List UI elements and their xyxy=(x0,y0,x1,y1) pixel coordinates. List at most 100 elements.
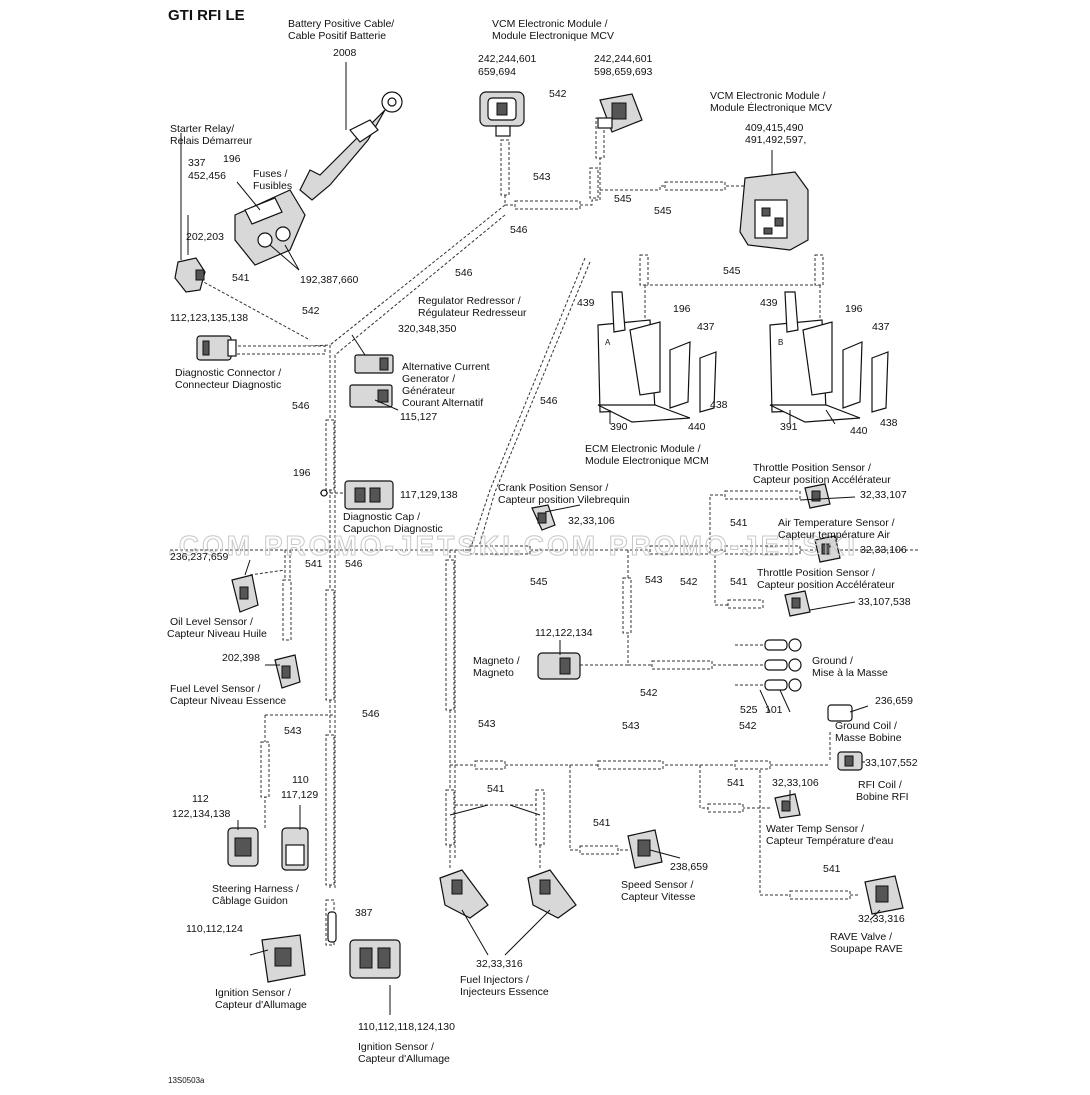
ecm-ref-440-a: 440 xyxy=(688,421,706,433)
diag-cap-label: Diagnostic Cap / xyxy=(343,511,420,523)
fuel-level-ref: 202,398 xyxy=(222,652,260,664)
ecm-ref-196-b: 196 xyxy=(845,303,863,315)
tps1-label: Throttle Position Sensor / xyxy=(753,462,871,474)
ignition-sensor-right-icon xyxy=(327,911,401,979)
ground-coil-icon xyxy=(827,704,853,722)
speed-sensor-icon xyxy=(627,829,663,869)
vcm-label-fr: Module Electronique MCV xyxy=(492,30,614,42)
air-temp-label-fr: Capteur température Air xyxy=(778,529,891,541)
tps1-ref: 32,33,107 xyxy=(860,489,907,501)
sheath-ref: 546 xyxy=(455,267,473,279)
leader-lines xyxy=(180,62,881,1015)
ignition1-label: Ignition Sensor / xyxy=(215,987,291,999)
ground-label: Ground / xyxy=(812,655,853,667)
tps2-ref: 33,107,538 xyxy=(858,596,911,608)
rave-valve-ref: 32,33,316 xyxy=(858,913,905,925)
vcm-conn-right-ref2: 598,659,693 xyxy=(594,66,653,78)
rave-valve-label: RAVE Valve / xyxy=(830,931,892,943)
sheath-ref: 541 xyxy=(823,863,841,875)
diag-connector-ref: 112,123,135,138 xyxy=(170,312,248,324)
vcm-conn-left-ref2: 659,694 xyxy=(478,66,516,78)
magneto-label-fr: Magneto xyxy=(473,667,514,679)
fuel-injector-left-icon xyxy=(439,869,489,919)
diag-connector-label: Diagnostic Connector / xyxy=(175,367,281,379)
alternator-ref2: 115,127 xyxy=(400,411,437,423)
ignition1-label-fr: Capteur d'Allumage xyxy=(215,999,307,1011)
ecm-ref-196-a: 196 xyxy=(673,303,691,315)
ecm-module-b-icon xyxy=(769,291,889,423)
magneto-label: Magneto / xyxy=(473,655,520,667)
diagnostic-cap-icon xyxy=(320,480,394,510)
magneto-connector-icon xyxy=(537,652,581,680)
ecm-module-a-icon xyxy=(597,291,717,423)
vcm2-ref1: 409,415,490 xyxy=(745,122,804,134)
vcm-connector-right-icon xyxy=(597,93,643,133)
watermark-text: .COM PROMO-JETSKI.COM PROMO-JETSKI xyxy=(168,530,858,561)
battery-cable-label: Battery Positive Cable/ xyxy=(288,18,394,30)
vcm2-ref2: 491,492,597, xyxy=(745,134,806,146)
ignition-sensor-left-icon xyxy=(261,934,306,983)
tps2-label: Throttle Position Sensor / xyxy=(757,567,875,579)
rave-valve-label-fr: Soupape RAVE xyxy=(830,943,903,955)
regulator-label-fr: Régulateur Redresseur xyxy=(418,307,527,319)
ignition2-label-fr: Capteur d'Allumage xyxy=(358,1053,450,1065)
sheath-ref: 546 xyxy=(292,400,310,412)
crank-sensor-label-fr: Capteur position Vilebrequin xyxy=(498,494,630,506)
fuel-level-sensor-icon xyxy=(274,654,301,689)
sheath-ref: 545 xyxy=(723,265,741,277)
sheath-ref-numbers: 543 542 545 545 546 546 541 542 546 545 … xyxy=(232,88,841,875)
diag-connector-label-fr: Connecteur Diagnostic xyxy=(175,379,281,391)
ecm-ref-439-b: 439 xyxy=(760,297,778,309)
sheath-ref: 546 xyxy=(540,395,558,407)
ground-terminal-icon xyxy=(764,638,802,692)
ecm-ref-438-a: 438 xyxy=(710,399,728,411)
steering-ref-110: 110 xyxy=(292,774,309,786)
sheath-ref: 545 xyxy=(614,193,632,205)
alternator-label3: Générateur xyxy=(402,385,456,397)
ecm-ref-390: 390 xyxy=(610,421,628,433)
steering-harness-connector-right-icon xyxy=(281,827,309,871)
vcm-label: VCM Electronic Module / xyxy=(492,18,608,30)
sheath-ref: 542 xyxy=(549,88,567,100)
fuel-injectors-label-fr: Injecteurs Essence xyxy=(460,986,549,998)
starter-relay-label: Starter Relay/ xyxy=(170,123,234,135)
diag-cap-label-fr: Capuchon Diagnostic xyxy=(343,523,443,535)
vcm2-label: VCM Electronic Module / xyxy=(710,90,826,102)
figure-code: 13S0503a xyxy=(168,1076,205,1085)
diag-cap-ref-196: 196 xyxy=(293,467,311,479)
sheath-ref: 543 xyxy=(284,725,302,737)
ecm-label: ECM Electronic Module / xyxy=(585,443,701,455)
speed-sensor-label: Speed Sensor / xyxy=(621,879,693,891)
sheath-ref: 541 xyxy=(730,576,748,588)
fuel-injectors-label: Fuel Injectors / xyxy=(460,974,529,986)
oil-level-sensor-icon xyxy=(231,574,259,613)
crank-sensor-label: Crank Position Sensor / xyxy=(498,482,608,494)
water-temp-ref: 32,33,106 xyxy=(772,777,819,789)
ignition2-ref-387: 387 xyxy=(355,907,373,919)
sheath-ref: 541 xyxy=(727,777,745,789)
vcm-conn-left-ref1: 242,244,601 xyxy=(478,53,537,65)
rfi-coil-label-fr: Bobine RFI xyxy=(856,791,909,803)
harness-sheaths xyxy=(232,117,851,946)
starter-relay-icon xyxy=(174,257,206,293)
ecm-ref-391: 391 xyxy=(780,421,798,433)
diag-cap-ref: 117,129,138 xyxy=(400,489,458,501)
sheath-ref: 542 xyxy=(739,720,757,732)
fuses-label: Fuses / xyxy=(253,168,288,180)
sheath-ref: 546 xyxy=(345,558,363,570)
vcm-conn-right-ref1: 242,244,601 xyxy=(594,53,653,65)
sheath-ref: 543 xyxy=(478,718,496,730)
steering-harness-label: Steering Harness / xyxy=(212,883,299,895)
ground-ref-101: 101 xyxy=(765,704,783,716)
sheath-ref: 546 xyxy=(362,708,380,720)
battery-cable-icon xyxy=(299,91,403,201)
sheath-ref: 546 xyxy=(510,224,528,236)
crank-sensor-ref: 32,33,106 xyxy=(568,515,615,527)
sheath-ref: 542 xyxy=(640,687,658,699)
steering-harness-label-fr: Câblage Guidon xyxy=(212,895,288,907)
tps-sensor-icon xyxy=(804,483,831,509)
ignition1-ref: 110,112,124 xyxy=(186,923,243,935)
starter-relay-ref1: 337 xyxy=(188,157,206,169)
tps-sensor-2-icon xyxy=(784,590,811,617)
